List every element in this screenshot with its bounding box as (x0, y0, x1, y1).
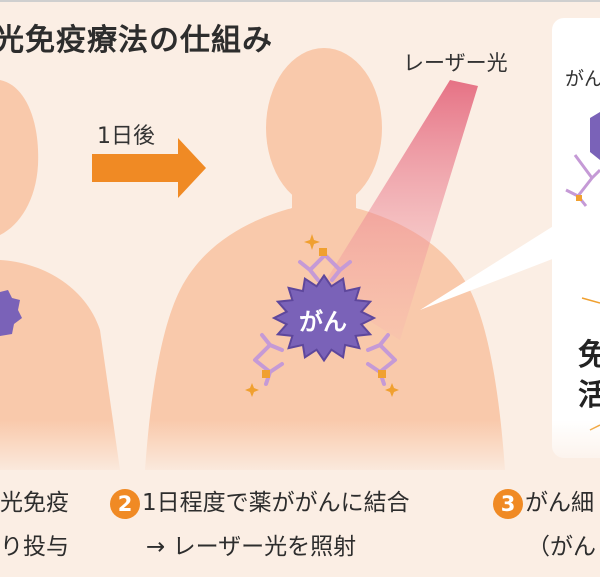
step1-caption-line2: り投与 (0, 531, 69, 563)
right-panel (552, 18, 600, 458)
step1-text-line1: 光免疫 (0, 490, 69, 516)
left-figure (0, 80, 120, 470)
step3-text-line2: （がん (527, 534, 596, 560)
day-label: 1日後 (97, 124, 155, 149)
laser-label: レーザー光 (403, 51, 508, 75)
sparkles (245, 234, 399, 397)
step2-number-badge: 2 (110, 488, 140, 519)
right-panel-heading-line2: 活 (578, 378, 600, 413)
left-cancer-cell (0, 290, 22, 336)
cancer-label: がん (299, 308, 347, 336)
antibodies (253, 253, 397, 386)
step1-caption-line1: 光免疫 (0, 487, 69, 519)
top-border (0, 0, 600, 2)
day-arrow (92, 138, 206, 198)
step3-text-line1: がん細 (525, 490, 594, 516)
right-panel-heading-line1: 免 (578, 338, 600, 373)
step2-text-line1: 1日程度で薬ががんに結合 (142, 490, 410, 516)
callout-pointer (420, 225, 555, 310)
right-panel-small-text: がん (565, 68, 600, 90)
step2-caption-line2: → レーザー光を照射 (146, 531, 356, 563)
drug-markers (262, 248, 386, 378)
page-title: 光免疫療法の仕組み (0, 23, 273, 58)
step3-caption-line2: （がん (527, 531, 596, 563)
cancer-cell (271, 273, 377, 363)
laser-beam (320, 80, 478, 340)
step3-number-badge: 3 (493, 488, 523, 519)
step1-text-line2: り投与 (0, 534, 69, 560)
step2-text-line2: → レーザー光を照射 (146, 534, 357, 560)
